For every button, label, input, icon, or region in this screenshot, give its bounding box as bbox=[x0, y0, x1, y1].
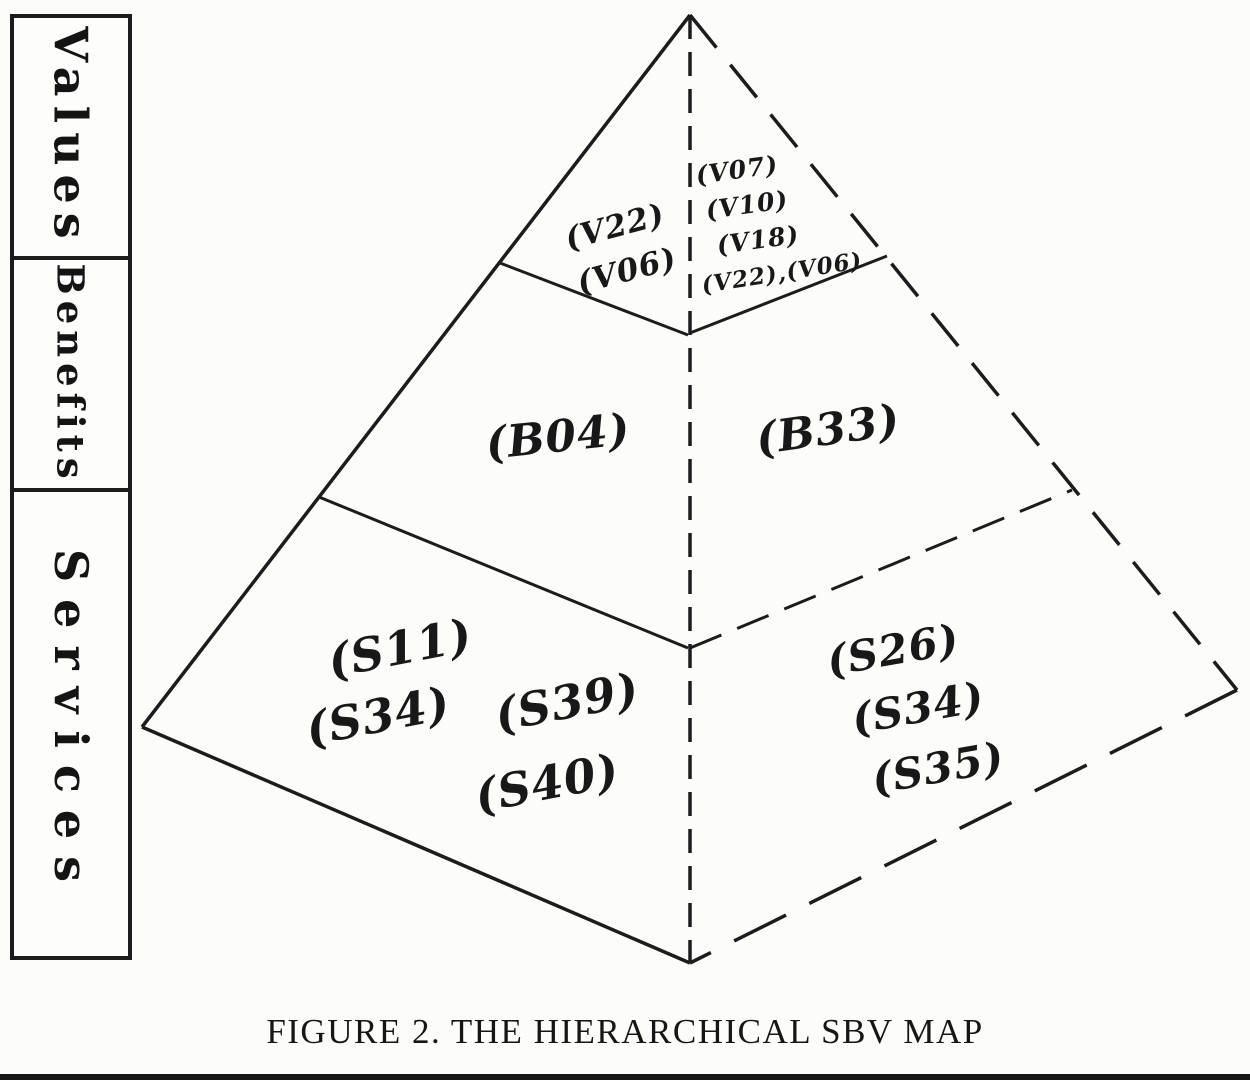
side-values-benefits-divider bbox=[689, 254, 888, 335]
legend-box-values: Values bbox=[10, 14, 132, 260]
figure-caption: FIGURE 2. THE HIERARCHICAL SBV MAP bbox=[266, 1012, 984, 1051]
pyramid-front-bottom-edge bbox=[141, 725, 691, 965]
pyramid-right-edge bbox=[688, 13, 1239, 692]
level-legend: Values Benefits Services bbox=[10, 14, 132, 960]
pyramid-right-bottom-edge bbox=[689, 688, 1238, 965]
front-benefits-services-divider bbox=[318, 495, 689, 650]
front-values-benefits-divider bbox=[499, 261, 689, 337]
legend-box-benefits: Benefits bbox=[10, 256, 132, 492]
scan-edge-artifact bbox=[0, 1074, 1250, 1080]
side-benefits-services-divider bbox=[689, 488, 1073, 650]
pyramid-left-edge bbox=[140, 13, 692, 729]
legend-box-services: Services bbox=[10, 488, 132, 960]
